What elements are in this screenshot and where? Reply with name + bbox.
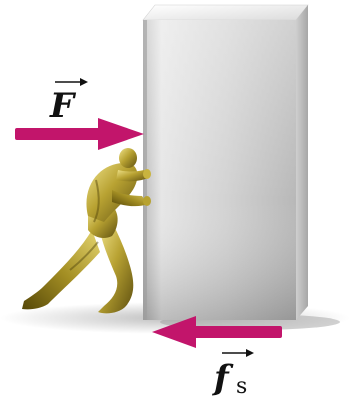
friction-force-symbol: f [212,358,234,398]
applied-force-label: F [49,78,88,126]
block-icon [142,4,309,320]
person-pushing-icon [22,148,151,314]
friction-force-subscript: s [236,374,247,399]
applied-force-symbol: F [49,86,77,126]
friction-force-arrow [152,316,282,348]
friction-force-label: f s [212,349,254,399]
applied-force-arrow [15,118,144,150]
